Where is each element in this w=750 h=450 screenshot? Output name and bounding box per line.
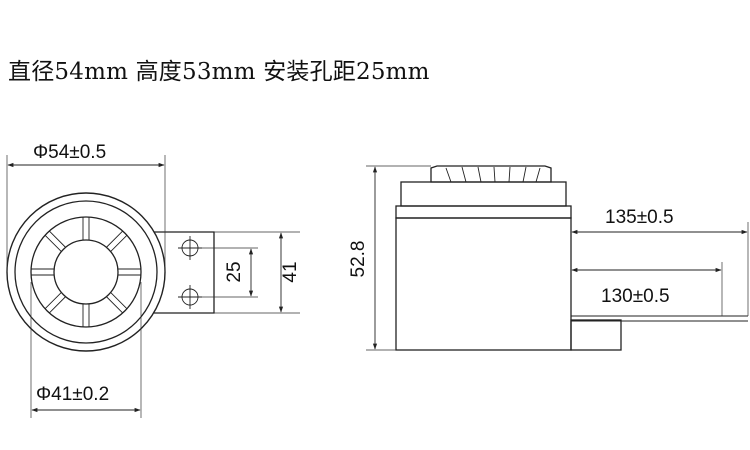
mounting-flange (152, 231, 215, 314)
flange-height-label: 41 (280, 261, 301, 282)
body-height-label: 52.8 (348, 241, 369, 278)
lead-length-lower-dimension: 130±0.5 (571, 262, 723, 316)
housing-rim-circle (14, 200, 158, 344)
grille-outer-circle (30, 216, 142, 328)
hole-spacing-label: 25 (224, 261, 245, 282)
side-view: 52.8 135±0.5 130±0.5 (348, 165, 749, 351)
lead-length-lower-label: 130±0.5 (601, 286, 670, 307)
inner-diameter-dimension: Φ41±0.2 (30, 282, 142, 418)
speaker-cap (428, 165, 556, 183)
housing-step (395, 205, 572, 219)
front-view: Φ54±0.5 Φ41±0.2 25 41 (6, 142, 301, 418)
lead-length-upper-label: 135±0.5 (605, 207, 674, 228)
grille-spokes (31, 217, 141, 327)
terminal-block (570, 319, 622, 351)
flange-height-dimension: 41 (214, 231, 301, 314)
grille-inner-circle (53, 239, 119, 305)
outer-diameter-label: Φ54±0.5 (33, 142, 106, 163)
inner-diameter-label: Φ41±0.2 (36, 384, 109, 405)
body-height-dimension: 52.8 (348, 165, 431, 351)
hole-spacing-dimension: 25 (202, 247, 258, 298)
outer-diameter-dimension: Φ54±0.5 (6, 142, 166, 272)
lead-wires (571, 315, 748, 322)
page-title: 直径54mm 高度53mm 安装孔距25mm (8, 59, 430, 85)
lead-length-upper-dimension: 135±0.5 (571, 207, 749, 316)
housing-collar (400, 181, 567, 207)
housing-body (395, 217, 572, 351)
